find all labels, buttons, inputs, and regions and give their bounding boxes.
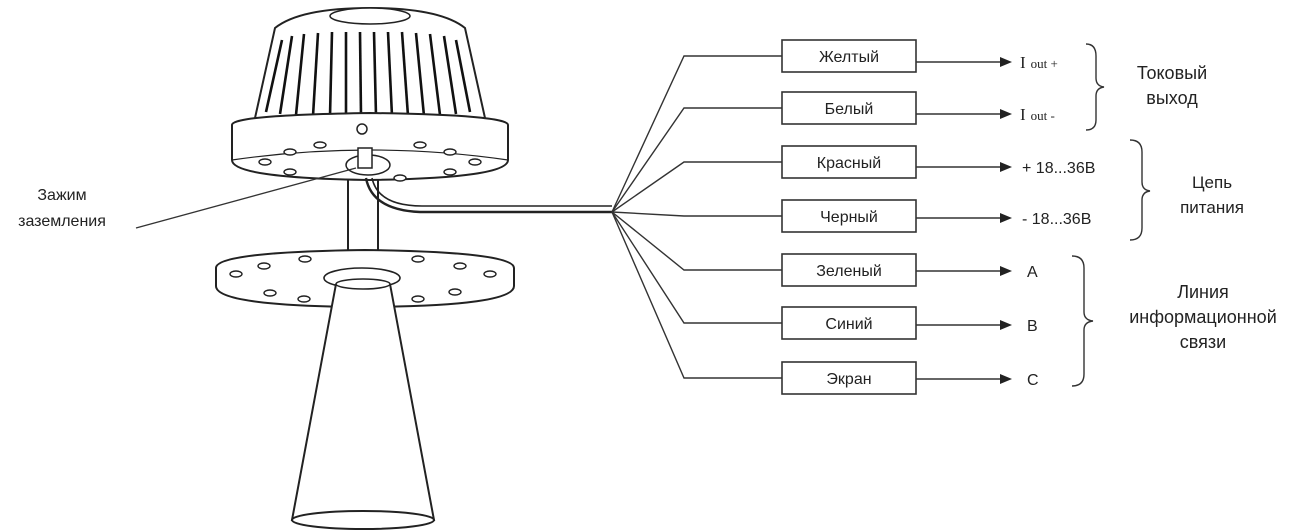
signal-label: - 18...36В	[1022, 211, 1091, 228]
group-current-output-line1: Токовый	[1137, 63, 1207, 83]
group-power-line1: Цепь	[1192, 173, 1232, 192]
flange-bolts-bottom	[229, 255, 497, 303]
group-braces	[1071, 43, 1151, 387]
wire-box-white: Белый	[781, 91, 917, 125]
arrow-head-icon	[1000, 109, 1012, 119]
signal-label: A	[1027, 264, 1038, 281]
arrow-head-icon	[1000, 266, 1012, 276]
group-power-line2: питания	[1180, 198, 1244, 217]
signal-label: + 18...36В	[1022, 160, 1095, 177]
group-current-output-line2: выход	[1146, 88, 1198, 108]
arrow-head-icon	[1000, 320, 1012, 330]
arrow-head-icon	[1000, 57, 1012, 67]
group-data-line2: информационной	[1129, 307, 1277, 327]
brace-current-output	[1085, 43, 1105, 131]
wire-color-label: Красный	[817, 155, 881, 172]
cooling-fins	[264, 31, 472, 117]
wire-color-label: Синий	[825, 316, 872, 333]
fan-out-lines	[611, 55, 782, 379]
group-data-line1: Линия	[1177, 282, 1229, 302]
wire-box-green: Зеленый	[781, 253, 917, 287]
signal-arrows	[916, 57, 1012, 384]
arrow-head-icon	[1000, 213, 1012, 223]
ground-clamp-label-line1: Зажим	[37, 187, 86, 204]
ground-clamp-callout: Зажим заземления	[18, 167, 357, 230]
brace-power-circuit	[1129, 139, 1151, 241]
wire-color-label: Черный	[820, 209, 878, 226]
ground-clamp-label-line2: заземления	[18, 213, 106, 230]
signal-cable	[364, 177, 612, 214]
brace-data-line	[1071, 255, 1094, 387]
arrow-head-icon	[1000, 162, 1012, 172]
group-labels: Токовый выход Цепь питания Линия информа…	[1129, 63, 1277, 352]
wire-box-shield: Экран	[781, 361, 917, 395]
horn-antenna	[290, 283, 436, 521]
wire-box-red: Красный	[781, 145, 917, 179]
wire-box-blue: Синий	[781, 306, 917, 340]
wire-color-label: Зеленый	[816, 263, 882, 280]
wire-color-label: Экран	[826, 371, 871, 388]
wire-boxes: Желтый Белый Красный Черный Зеленый Сини…	[781, 39, 917, 395]
wire-color-label: Белый	[825, 101, 874, 118]
arrow-head-icon	[1000, 374, 1012, 384]
wire-box-yellow: Желтый	[781, 39, 917, 73]
flange-bolts-top	[258, 141, 482, 182]
wire-color-label: Желтый	[819, 49, 879, 66]
wire-box-black: Черный	[781, 199, 917, 233]
signal-label: B	[1027, 318, 1038, 335]
signal-label: C	[1027, 372, 1039, 389]
radar-gauge-device	[215, 6, 515, 530]
group-data-line3: связи	[1180, 332, 1226, 352]
